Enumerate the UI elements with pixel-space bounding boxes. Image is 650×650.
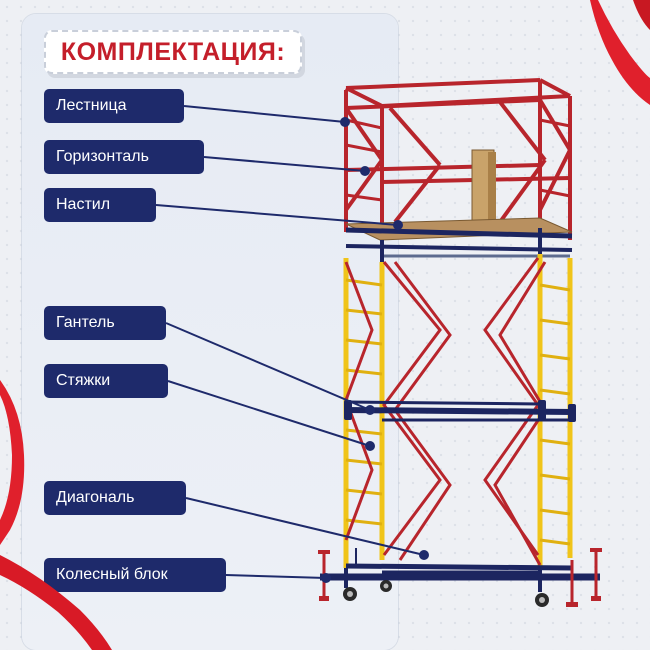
leader-lines [155, 105, 425, 579]
page-title: КОМПЛЕКТАЦИЯ: [60, 37, 286, 66]
label-ladder: Лестница [44, 89, 184, 123]
wheel-block-base [320, 548, 600, 592]
dumbbell-clamps [344, 400, 576, 422]
leader-dots [321, 117, 429, 583]
label-wheel-block: Колесный блок [44, 558, 226, 592]
label-dumbbell: Гантель [44, 306, 166, 340]
label-ties: Стяжки [44, 364, 168, 398]
label-diagonal: Диагональ [44, 481, 186, 515]
title-badge: КОМПЛЕКТАЦИЯ: [44, 30, 302, 74]
wooden-board [471, 149, 496, 223]
label-horizontal: Горизонталь [44, 140, 204, 174]
upper-ladder-rungs [345, 118, 571, 202]
wheels [343, 580, 549, 607]
upper-frame-red [344, 78, 572, 245]
label-deck: Настил [44, 188, 156, 222]
middle-beams [345, 407, 573, 415]
middle-beams-thin [345, 400, 570, 422]
